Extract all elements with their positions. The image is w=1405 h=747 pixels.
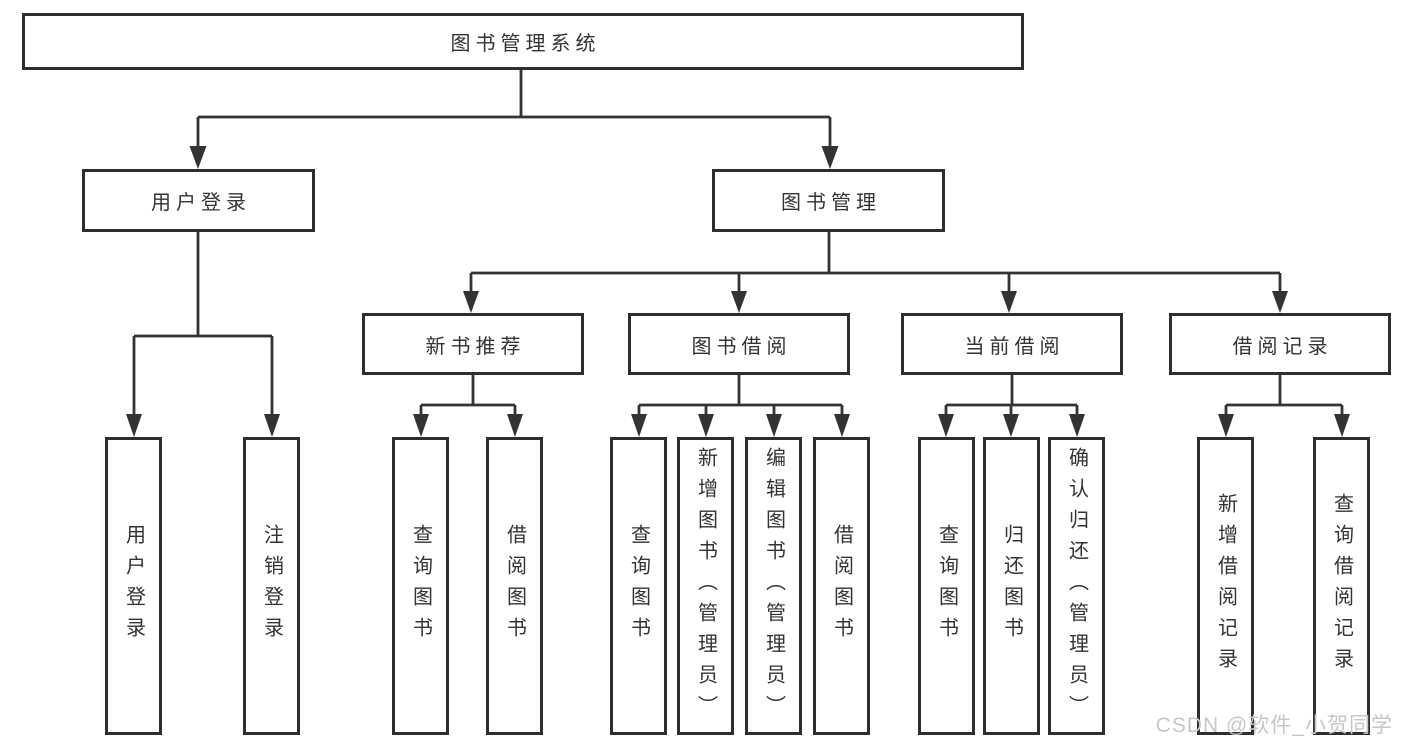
leaf-logout: 注销登录	[243, 437, 300, 735]
leaf-current-query-book-label: 查询图书	[935, 524, 958, 648]
leaf-recommend-query-book-label: 查询图书	[409, 524, 432, 648]
leaf-borrow-borrow-book: 借阅图书	[813, 437, 870, 735]
leaf-borrow-query-book-label: 查询图书	[627, 524, 650, 648]
node-user-login-label: 用户登录	[151, 192, 251, 214]
leaf-record-query-record: 查询借阅记录	[1313, 437, 1370, 735]
leaf-borrow-borrow-book-label: 借阅图书	[830, 524, 853, 648]
leaf-recommend-borrow-book-label: 借阅图书	[503, 524, 526, 648]
leaf-recommend-borrow-book: 借阅图书	[486, 437, 543, 735]
leaf-user-login-label: 用户登录	[122, 524, 145, 648]
leaf-record-add-record: 新增借阅记录	[1197, 437, 1254, 735]
leaf-borrow-add-book-admin: 新增图书（管理员）	[677, 437, 734, 735]
node-current-borrow: 当前借阅	[901, 313, 1123, 375]
node-book-management: 图书管理	[712, 169, 945, 232]
node-current-borrow-label: 当前借阅	[964, 335, 1065, 358]
node-book-borrow: 图书借阅	[628, 313, 850, 375]
leaf-current-confirm-return-admin-label: 确认归还（管理员）	[1065, 446, 1088, 726]
leaf-borrow-edit-book-admin: 编辑图书（管理员）	[745, 437, 802, 735]
leaf-current-confirm-return-admin: 确认归还（管理员）	[1048, 437, 1105, 735]
node-borrow-record-label: 借阅记录	[1232, 335, 1333, 358]
node-root-label: 图书管理系统	[450, 33, 601, 55]
node-new-book-recommend: 新书推荐	[362, 313, 584, 375]
arrowheads	[126, 146, 1350, 437]
leaf-record-query-record-label: 查询借阅记录	[1330, 493, 1353, 679]
leaf-current-query-book: 查询图书	[918, 437, 975, 735]
node-root-system: 图书管理系统	[22, 13, 1024, 70]
node-book-borrow-label: 图书借阅	[691, 335, 792, 358]
node-book-management-label: 图书管理	[781, 192, 881, 214]
node-new-book-recommend-label: 新书推荐	[425, 335, 526, 358]
leaf-current-return-book-label: 归还图书	[1000, 524, 1023, 648]
leaf-borrow-query-book: 查询图书	[610, 437, 667, 735]
leaf-borrow-add-book-admin-label: 新增图书（管理员）	[694, 446, 717, 726]
node-user-login: 用户登录	[82, 169, 315, 232]
leaf-logout-label: 注销登录	[260, 524, 283, 648]
leaf-record-add-record-label: 新增借阅记录	[1214, 493, 1237, 679]
node-borrow-record: 借阅记录	[1169, 313, 1391, 375]
leaf-current-return-book: 归还图书	[983, 437, 1040, 735]
leaf-recommend-query-book: 查询图书	[392, 437, 449, 735]
leaf-borrow-edit-book-admin-label: 编辑图书（管理员）	[762, 446, 785, 726]
csdn-watermark: CSDN @软件_小贺同学	[1155, 714, 1393, 737]
leaf-user-login: 用户登录	[105, 437, 162, 735]
